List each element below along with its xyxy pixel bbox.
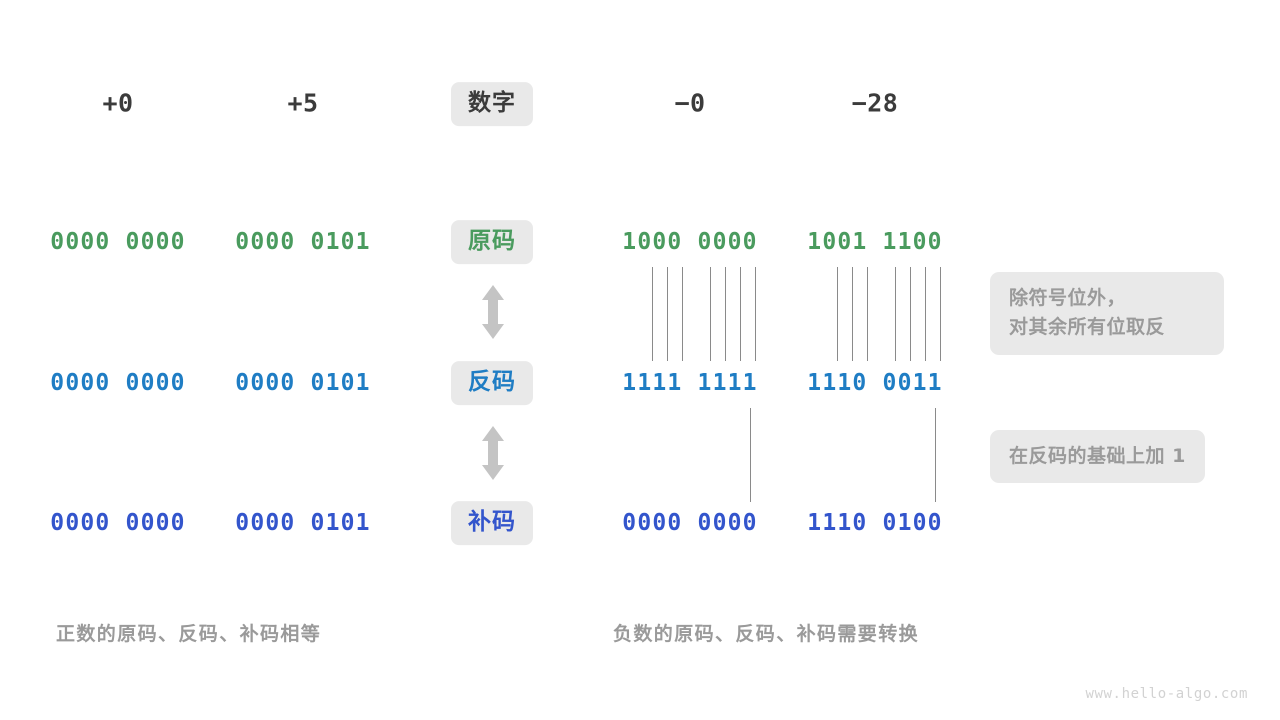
- ones-complement-plus-zero: 0000 0000: [50, 370, 186, 396]
- bit-connector-line: [895, 267, 896, 361]
- row-badge-twos-complement: 补码: [451, 501, 533, 545]
- bit-connector-line: [925, 267, 926, 361]
- sign-magnitude-minus-zero: 1000 0000: [622, 229, 758, 255]
- ones-complement-minus-twentyeight: 1110 0011: [807, 370, 943, 396]
- note-invert-bits: 除符号位外， 对其余所有位取反: [990, 272, 1224, 355]
- twos-complement-plus-five: 0000 0101: [235, 510, 371, 536]
- bit-connector-line: [667, 267, 668, 361]
- row-badge-sign-magnitude: 原码: [451, 220, 533, 264]
- sign-magnitude-minus-twentyeight: 1001 1100: [807, 229, 943, 255]
- bit-connector-line: [837, 267, 838, 361]
- row-badge-ones-complement: 反码: [451, 361, 533, 405]
- bidirectional-arrow-icon: [479, 284, 507, 344]
- header-value-minus-zero: −0: [674, 88, 706, 118]
- bit-connector-line: [940, 267, 941, 361]
- sign-magnitude-plus-five: 0000 0101: [235, 229, 371, 255]
- header-value-plus-five: +5: [287, 88, 319, 118]
- twos-complement-plus-zero: 0000 0000: [50, 510, 186, 536]
- row-badge-number: 数字: [451, 82, 533, 126]
- ones-complement-minus-zero: 1111 1111: [622, 370, 758, 396]
- bit-connector-line: [710, 267, 711, 361]
- bit-connector-line: [852, 267, 853, 361]
- twos-complement-minus-zero: 0000 0000: [622, 510, 758, 536]
- carry-connector-line: [935, 408, 936, 502]
- header-value-minus-twentyeight: −28: [851, 88, 899, 118]
- bit-connector-line: [910, 267, 911, 361]
- caption-positive-numbers: 正数的原码、反码、补码相等: [56, 623, 322, 645]
- bit-connector-line: [725, 267, 726, 361]
- carry-connector-line: [750, 408, 751, 502]
- bit-connector-line: [755, 267, 756, 361]
- bidirectional-arrow-icon: [479, 425, 507, 485]
- bit-connector-line: [867, 267, 868, 361]
- caption-negative-numbers: 负数的原码、反码、补码需要转换: [613, 623, 920, 645]
- ones-complement-plus-five: 0000 0101: [235, 370, 371, 396]
- bit-connector-line: [740, 267, 741, 361]
- header-value-plus-zero: +0: [102, 88, 134, 118]
- site-watermark: www.hello-algo.com: [1085, 686, 1248, 702]
- note-add-one: 在反码的基础上加 1: [990, 430, 1205, 484]
- bit-connector-line: [652, 267, 653, 361]
- bit-connector-line: [682, 267, 683, 361]
- twos-complement-minus-twentyeight: 1110 0100: [807, 510, 943, 536]
- sign-magnitude-plus-zero: 0000 0000: [50, 229, 186, 255]
